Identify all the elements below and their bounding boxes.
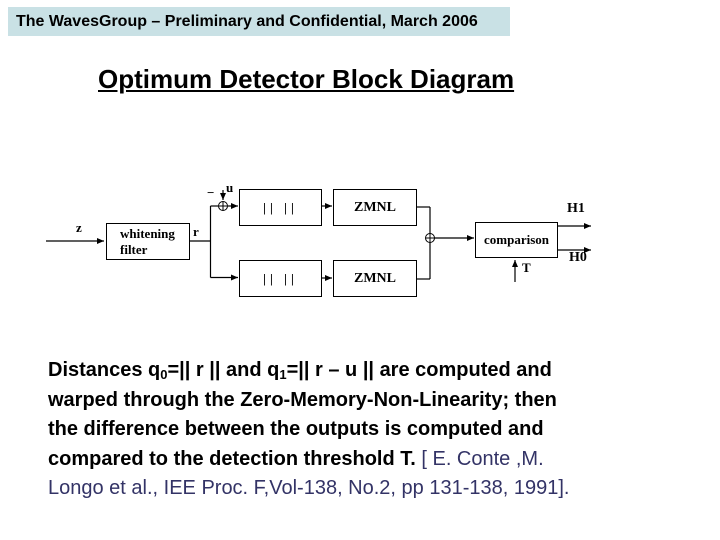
body-line-5: Longo et al., IEE Proc. F,Vol-138, No.2,… [48, 474, 708, 504]
minus-sign: − [207, 185, 215, 200]
body-text-segment: warped through the Zero-Memory-Non-Linea… [48, 388, 557, 411]
body-paragraph: Distances q0=|| r || and q1=|| r – u || … [48, 356, 708, 504]
body-line-2: warped through the Zero-Memory-Non-Linea… [48, 386, 708, 416]
body-text-segment: Distances q [48, 359, 161, 381]
r-label: r [193, 224, 199, 239]
signal-lines [46, 190, 591, 282]
body-text-segment: =|| r || and q [167, 359, 280, 381]
subscript-0: 0 [160, 367, 168, 382]
citation-segment: [ E. Conte ,M. [415, 447, 544, 470]
header-bar: The WavesGroup – Preliminary and Confide… [8, 7, 510, 36]
body-line-1: Distances q0=|| r || and q1=|| r – u || … [48, 356, 708, 386]
body-text-segment: the difference between the outputs is co… [48, 418, 544, 441]
h0-label: H0 [569, 250, 587, 265]
norm-box-top: || || [239, 189, 322, 226]
citation-segment: Longo et al., IEE Proc. F,Vol-138, No.2,… [48, 477, 570, 500]
summing-node [218, 201, 228, 211]
comparison-box: comparison [475, 222, 558, 258]
u-label: u [226, 180, 234, 195]
norm-label-bottom: || || [263, 270, 298, 286]
body-text-segment: =|| r – u || are computed and [286, 359, 552, 381]
h1-label: H1 [567, 201, 585, 216]
whitening-filter-label: whitening filter [120, 226, 175, 257]
body-line-3: the difference between the outputs is co… [48, 415, 708, 445]
subscript-1: 1 [279, 367, 287, 382]
body-text-segment: compared to the detection threshold T. [48, 447, 416, 470]
zmnl-label-bottom: ZMNL [354, 270, 396, 286]
input-z-label: z [76, 220, 82, 235]
header-text: The WavesGroup – Preliminary and Confide… [16, 13, 478, 30]
norm-label-top: || || [263, 199, 298, 215]
whitening-filter-box: whitening filter [106, 223, 190, 260]
norm-box-bottom: || || [239, 260, 322, 297]
zmnl-box-top: ZMNL [333, 189, 417, 226]
zmnl-label-top: ZMNL [354, 199, 396, 215]
body-line-4: compared to the detection threshold T. [… [48, 445, 708, 475]
page-title: Optimum Detector Block Diagram [98, 64, 515, 94]
junction-node [425, 233, 435, 243]
comparison-label: comparison [484, 232, 549, 247]
t-label: T [522, 260, 531, 275]
zmnl-box-bottom: ZMNL [333, 260, 417, 297]
